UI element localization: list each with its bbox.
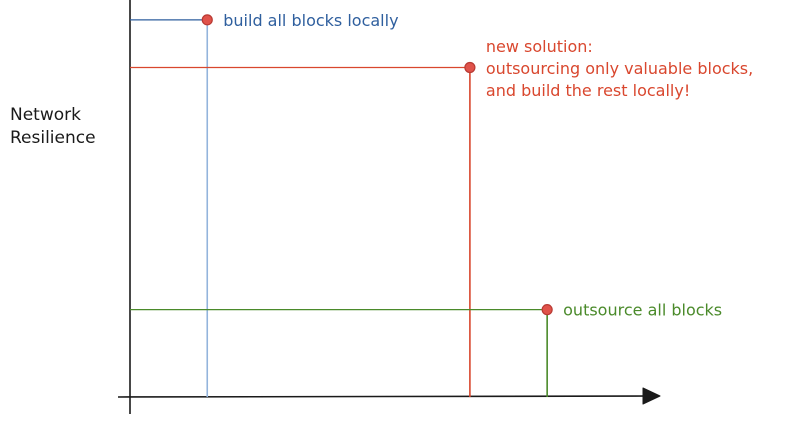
series-2-point: [541, 304, 553, 316]
series-1-annotation-line-2: and build the rest locally!: [486, 81, 690, 100]
y-axis-label-line-2: Resilience: [10, 128, 96, 148]
x-axis-arrowhead: [642, 387, 661, 405]
series-0-point: [201, 14, 213, 26]
series-1-point: [464, 61, 476, 74]
series-0-annotation-line-0: build all blocks locally: [223, 11, 398, 30]
series-layer: build all blocks locally new solution: out…: [130, 11, 753, 397]
series-1: new solution: outsourcing only valuable b…: [130, 37, 753, 397]
series-2: outsource all blocks: [130, 301, 722, 397]
x-axis: [117, 395, 653, 398]
series-1-annotation-line-0: new solution:: [486, 37, 593, 56]
y-axis-label-line-1: Network: [10, 105, 81, 125]
series-2-annotation-line-0: outsource all blocks: [563, 301, 722, 320]
series-0: build all blocks locally: [130, 11, 399, 397]
series-1-annotation-line-1: outsourcing only valuable blocks,: [486, 59, 753, 78]
